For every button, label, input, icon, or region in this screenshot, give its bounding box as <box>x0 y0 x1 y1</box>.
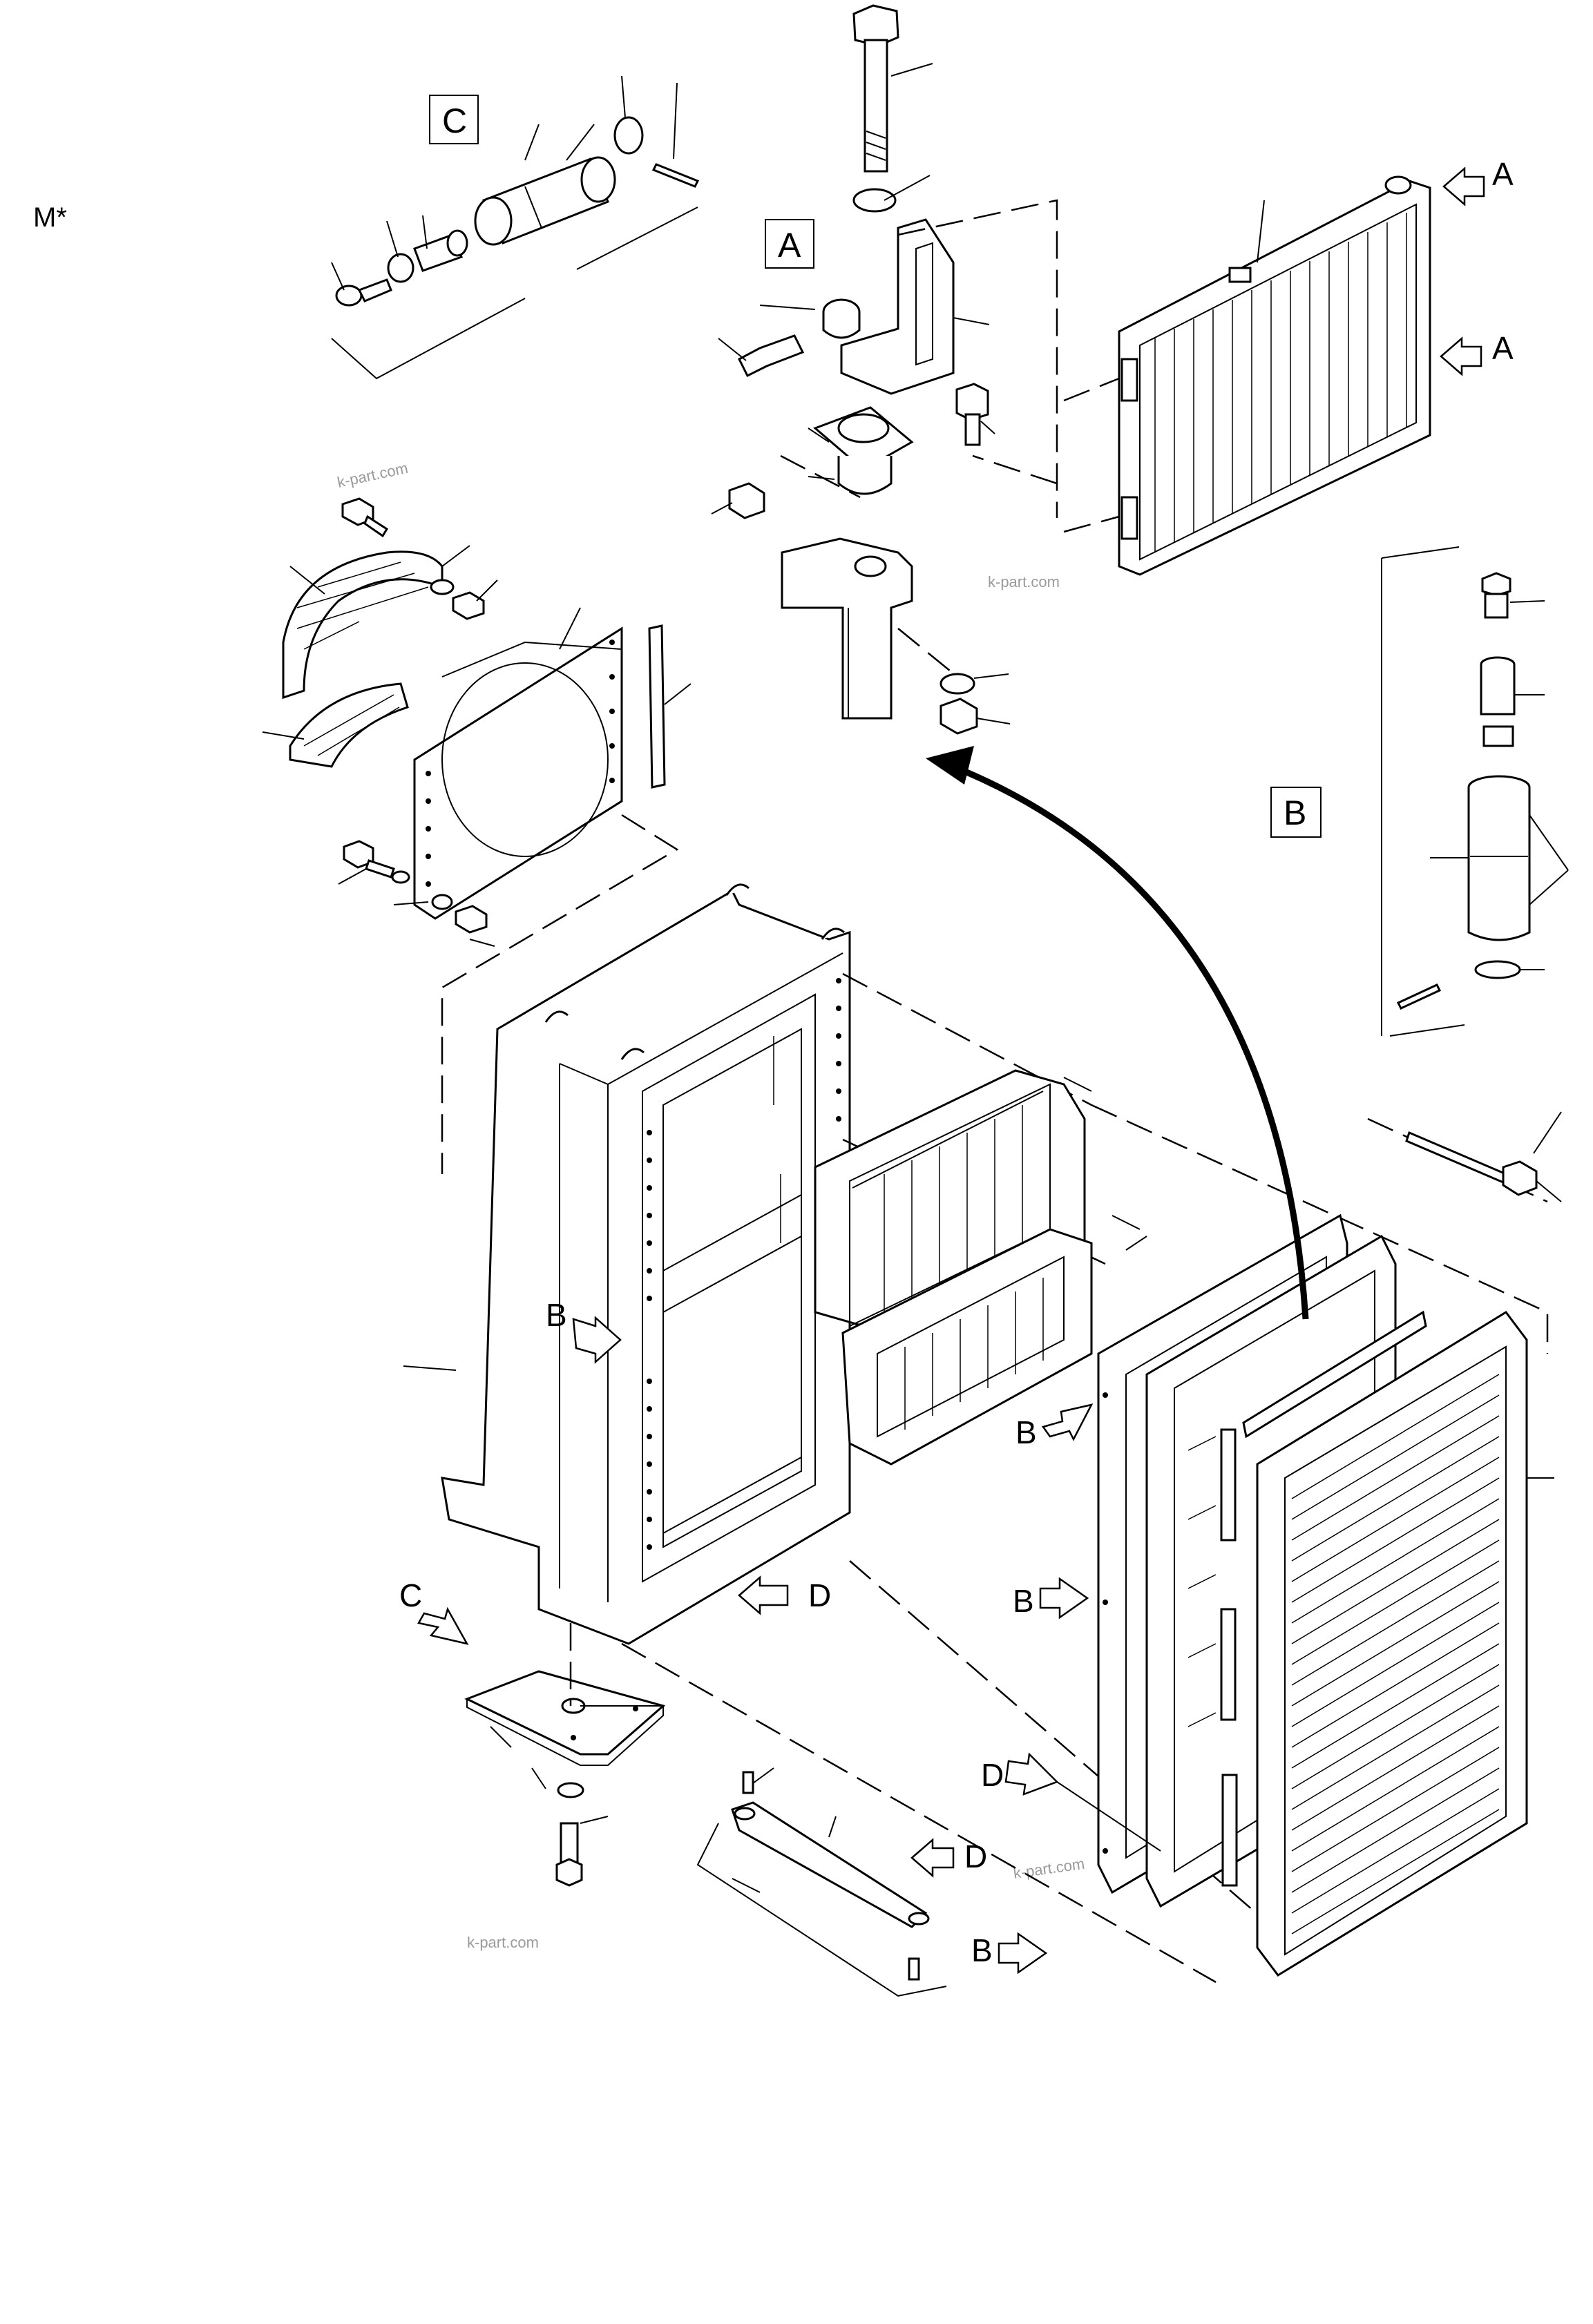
detail-a-label: A <box>778 226 801 265</box>
view-arrow-b-panel-upper: B <box>1015 1403 1094 1450</box>
seal-strip <box>648 624 666 789</box>
base-plate-bolt <box>555 1822 583 1887</box>
detail-c-label: C <box>442 102 467 140</box>
detail-a-lower-washer <box>939 673 975 695</box>
mounting-bar <box>696 1767 947 1997</box>
svg-text:A: A <box>1492 156 1514 192</box>
watermark: k-part.com <box>1012 1855 1085 1882</box>
detail-c-end-washer <box>613 116 644 155</box>
detail-c-group: C <box>331 75 700 380</box>
svg-text:B: B <box>1015 1414 1037 1450</box>
detail-a-washer <box>852 188 897 213</box>
detail-b-box <box>1270 787 1322 838</box>
detail-c-bolt <box>335 278 392 307</box>
detail-b-sleeve <box>1480 656 1516 716</box>
detail-c-sleeve <box>413 229 468 272</box>
detail-b-group: B <box>1270 546 1569 1037</box>
base-plate-washer <box>557 1782 584 1798</box>
detail-a-post <box>781 537 913 720</box>
oil-cooler <box>1063 175 1431 576</box>
detail-b-washer <box>1474 960 1521 979</box>
detail-a-nut-left <box>728 482 765 519</box>
detail-c-washer <box>387 253 414 283</box>
view-arrow-a-lower: A <box>1440 330 1514 376</box>
view-arrow-d-panel: D <box>981 1752 1161 1852</box>
detail-a-group: A <box>711 4 1058 735</box>
detail-a-box <box>765 219 814 269</box>
view-arrow-b-panel-middle: B <box>1013 1577 1089 1620</box>
svg-text:B: B <box>546 1297 567 1333</box>
view-arrow-b-frame: B <box>546 1297 622 1364</box>
detail-a-small-bolt <box>955 383 989 446</box>
detail-a-bracket <box>840 218 955 395</box>
svg-text:B: B <box>971 1932 993 1968</box>
detail-b-cotter-pin <box>1396 983 1442 1010</box>
detail-a-lower-nut <box>939 698 978 735</box>
grille-long-bolt <box>1405 1111 1562 1202</box>
detail-b-bolt <box>1481 572 1511 619</box>
detail-b-small-sleeve <box>1482 725 1514 747</box>
base-plate <box>464 1670 666 1766</box>
assembly-arrow <box>926 746 1309 1320</box>
watermark: k-part.com <box>467 1934 539 1951</box>
watermark: k-part.com <box>988 573 1060 590</box>
svg-text:D: D <box>981 1757 1004 1793</box>
view-arrow-c-base-plate: C <box>399 1577 469 1645</box>
detail-a-side-bolt <box>738 334 805 378</box>
radiator-main-frame <box>403 883 851 1645</box>
svg-text:B: B <box>1013 1583 1034 1619</box>
view-arrow-d-frame: D <box>738 1575 831 1615</box>
fan-guard-lower <box>289 682 409 768</box>
detail-b-cushion <box>1467 775 1531 941</box>
corner-label: M* <box>33 202 67 233</box>
seal-strips <box>1220 1310 1427 1887</box>
watermark: k-part.com <box>336 459 410 491</box>
detail-c-box <box>429 95 479 144</box>
fan-guard-upper <box>282 550 443 700</box>
detail-b-label: B <box>1284 794 1306 832</box>
fan-shroud <box>413 626 623 920</box>
svg-text:A: A <box>1492 330 1514 366</box>
detail-a-long-bolt <box>852 4 899 173</box>
fan-guard-assembly <box>262 497 691 1174</box>
view-arrow-a-upper: A <box>1442 156 1514 207</box>
svg-text:D: D <box>808 1577 831 1613</box>
detail-c-cushion <box>474 156 616 246</box>
svg-text:D: D <box>964 1838 987 1874</box>
detail-a-spacer <box>822 298 861 339</box>
detail-c-cotter-pin <box>651 163 700 188</box>
svg-text:C: C <box>399 1577 422 1613</box>
detail-a-mount <box>813 406 914 495</box>
view-arrow-b-panel-lower: B <box>971 1932 1048 1975</box>
view-arrow-d-bar: D <box>910 1838 987 1878</box>
radiator-core-lower <box>841 1228 1093 1466</box>
front-grille <box>1256 1311 1554 1977</box>
